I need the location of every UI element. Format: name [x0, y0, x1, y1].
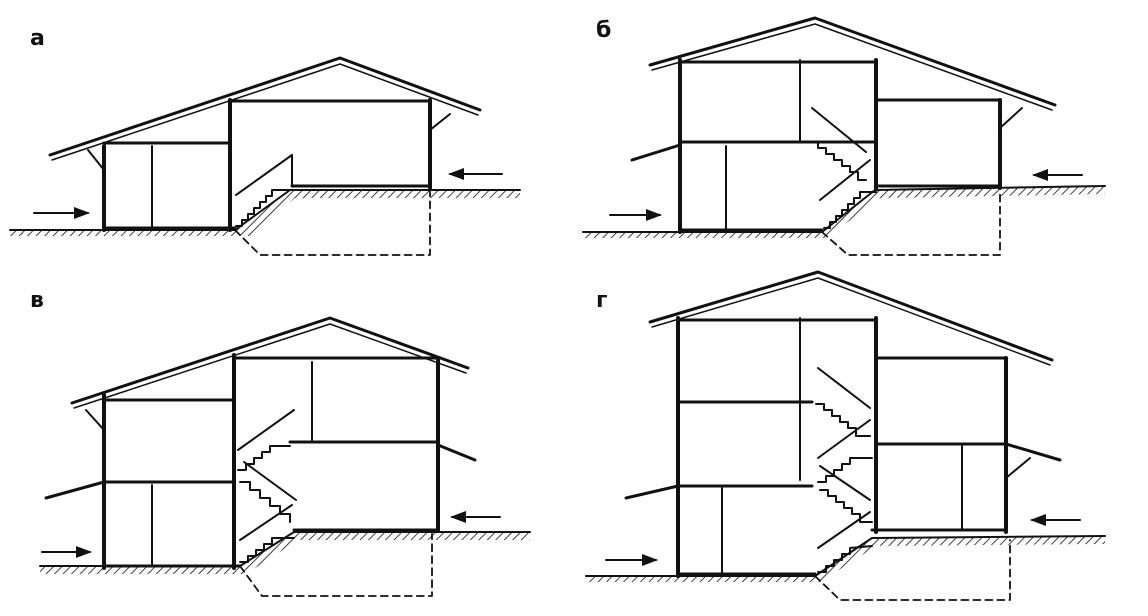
canopy: [46, 482, 104, 498]
ground-line: [583, 186, 1105, 232]
canopy: [626, 486, 678, 498]
basement-outline: [240, 534, 432, 596]
stair-rail: [818, 368, 870, 408]
roof-bracket: [86, 410, 104, 430]
stair: [818, 546, 872, 572]
ground-line: [10, 190, 520, 230]
roof-bracket: [430, 114, 450, 130]
ground-hatch: [586, 536, 1105, 582]
roof: [72, 318, 468, 403]
stair: [236, 190, 290, 226]
stair: [818, 458, 872, 482]
stair-rail: [236, 155, 292, 195]
stair: [816, 404, 870, 436]
stair: [240, 482, 290, 522]
roof-bracket: [1000, 108, 1022, 128]
section-d: [586, 272, 1105, 600]
ground-hatch: [10, 190, 520, 236]
canopy: [632, 145, 680, 160]
basement-outline: [815, 540, 1010, 600]
roof-underside: [652, 24, 1052, 110]
ground-line: [586, 536, 1105, 576]
panel-label-a: а: [30, 26, 45, 51]
stair: [824, 192, 876, 228]
roof-bracket: [1006, 458, 1030, 478]
section-c: [40, 318, 530, 596]
ground-hatch: [583, 186, 1105, 238]
roof: [650, 272, 1052, 360]
stair: [810, 142, 866, 180]
section-b: [583, 18, 1105, 255]
roof: [650, 18, 1055, 105]
stair: [240, 538, 294, 562]
section-a: [10, 58, 520, 255]
stair-rail: [820, 466, 870, 500]
ground-hatch: [40, 532, 530, 574]
roof-underside: [652, 278, 1050, 365]
panel-label-b: б: [596, 18, 612, 43]
stair-rail: [820, 160, 870, 200]
stair: [238, 446, 290, 470]
stair-rail: [238, 410, 294, 450]
canopy: [1006, 444, 1060, 460]
stair: [820, 490, 872, 522]
roof-bracket: [88, 150, 104, 170]
canopy: [438, 445, 475, 460]
basement-outline: [822, 190, 1000, 255]
stair-rail: [818, 420, 870, 458]
stair-rail: [240, 505, 292, 540]
stair-rail: [818, 512, 870, 548]
stair-rail: [244, 462, 296, 500]
roof-underside: [52, 64, 478, 160]
stair-rail: [812, 108, 866, 152]
panel-label-d: г: [596, 288, 608, 313]
basement-outline: [235, 190, 430, 255]
panel-label-c: в: [30, 288, 44, 313]
roof: [50, 58, 480, 155]
